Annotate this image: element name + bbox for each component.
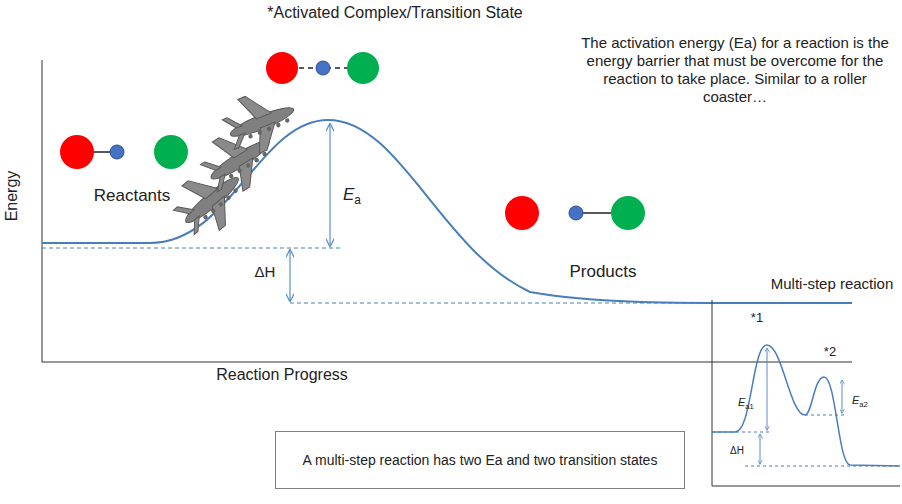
explanation-note: The activation energy (Ea) for a reactio…: [570, 34, 900, 106]
note-text: A multi-step reaction has two Ea and two…: [303, 451, 658, 470]
callout-number: *1: [751, 310, 763, 326]
inset-title: Multi-step reaction: [771, 275, 894, 293]
enthalpy-label: ΔH: [255, 263, 276, 281]
enthalpy-label: ΔH: [730, 445, 744, 457]
diagram-title: *Activated Complex/Transition State: [267, 3, 523, 22]
energy-label: Ea1: [738, 396, 754, 411]
axis-title: Energy: [2, 171, 21, 222]
callout-number: *2: [824, 344, 836, 360]
energy-label: Ea2: [852, 394, 868, 409]
state-label: Products: [569, 262, 636, 282]
state-label: Reactants: [94, 186, 171, 206]
axis-title: Reaction Progress: [216, 365, 348, 384]
note-box: A multi-step reaction has two Ea and two…: [275, 431, 685, 489]
energy-label: Ea: [343, 185, 361, 208]
